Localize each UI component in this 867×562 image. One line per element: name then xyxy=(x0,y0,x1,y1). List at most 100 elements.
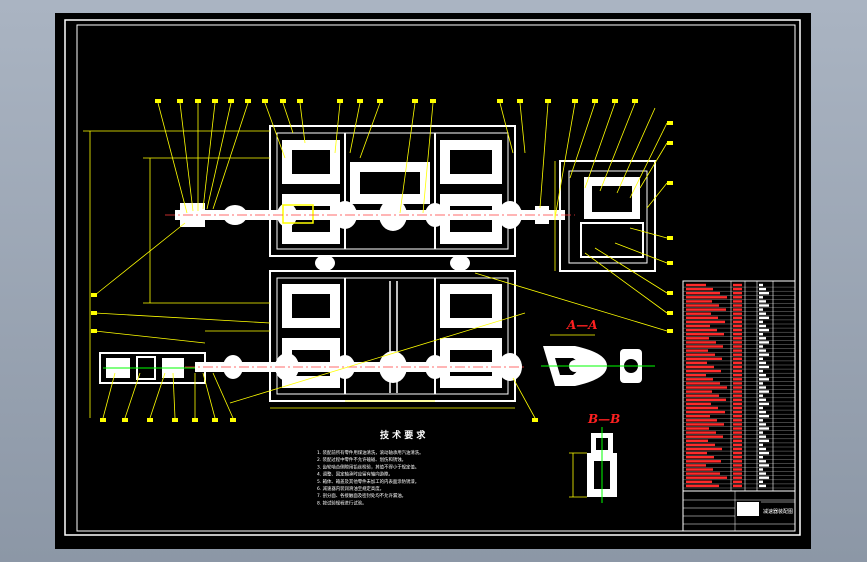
parts-row-qty xyxy=(759,378,769,381)
parts-row-code xyxy=(733,476,742,479)
parts-row-code xyxy=(733,292,742,295)
parts-row-code xyxy=(733,353,742,356)
parts-row-code xyxy=(733,415,742,418)
parts-row-code xyxy=(733,427,742,430)
parts-row-name xyxy=(686,476,727,479)
parts-row-qty xyxy=(759,386,766,389)
tech-req-line: 3. 齿轮啮合侧隙用铅丝检验，其值不得小于规定值。 xyxy=(317,463,419,470)
parts-row-code xyxy=(733,419,742,422)
parts-row-code xyxy=(733,345,742,348)
parts-row-name xyxy=(686,316,718,319)
parts-row-code xyxy=(733,460,742,463)
parts-row-code xyxy=(733,447,742,451)
tech-req-title: 技 术 要 求 xyxy=(380,429,426,441)
parts-row-code xyxy=(733,287,742,291)
tech-req-line: 4. 调整、固定轴承时应留有轴向游隙。 xyxy=(317,471,393,478)
parts-row-name xyxy=(686,312,711,315)
parts-row-qty xyxy=(759,292,769,295)
parts-row-qty xyxy=(759,324,766,328)
leader-lines-upper xyxy=(157,102,668,219)
parts-row-qty xyxy=(759,460,766,463)
parts-row-code xyxy=(733,283,742,287)
section-bb-title: B—B xyxy=(587,412,620,426)
parts-row-name xyxy=(686,292,720,295)
assembly-drawing: A—A B—B 技 术 要 求 1. 装配前所有零件用煤油清洗，滚动轴承用汽油清… xyxy=(64,19,801,536)
parts-row-qty xyxy=(759,390,769,393)
parts-row-qty xyxy=(759,464,769,467)
parts-row-name xyxy=(686,464,706,467)
parts-row-qty xyxy=(759,415,769,418)
parts-row-name xyxy=(686,402,711,406)
parts-row-qty xyxy=(759,410,766,414)
parts-row-qty xyxy=(759,283,763,287)
parts-row-name xyxy=(686,349,708,352)
parts-row-qty xyxy=(759,435,766,438)
parts-row-qty xyxy=(759,312,766,315)
parts-row-qty xyxy=(759,419,763,422)
parts-row-name xyxy=(686,410,725,414)
parts-row-qty xyxy=(759,341,769,344)
tech-req-line: 8. 按试验规程进行试验。 xyxy=(317,499,367,506)
parts-row-code xyxy=(733,324,742,328)
parts-row-qty xyxy=(759,337,766,340)
parts-row-code xyxy=(733,369,742,373)
parts-row-name xyxy=(686,423,724,426)
title-block: 减速器装配图 xyxy=(682,490,796,532)
parts-row-qty xyxy=(759,431,763,434)
leader-lines-right xyxy=(474,142,668,332)
parts-row-name xyxy=(686,287,713,291)
parts-row-name xyxy=(686,406,718,410)
parts-row-name xyxy=(686,390,712,393)
parts-row-name xyxy=(686,439,708,442)
output-housing xyxy=(559,160,656,272)
title-block-title: 减速器装配图 xyxy=(763,508,793,515)
parts-row-qty xyxy=(759,423,766,426)
parts-row-code xyxy=(733,406,742,410)
parts-row-code xyxy=(733,296,742,299)
parts-row-name xyxy=(686,300,712,303)
cad-viewport[interactable]: A—A B—B 技 术 要 求 1. 装配前所有零件用煤油清洗，滚动轴承用汽油清… xyxy=(55,13,811,549)
parts-row-name xyxy=(686,361,707,365)
parts-row-qty xyxy=(759,287,766,291)
parts-row-qty xyxy=(759,394,763,397)
parts-row-code xyxy=(733,402,742,406)
parts-row-qty xyxy=(759,353,769,356)
parts-row-qty xyxy=(759,451,769,455)
parts-row-name xyxy=(686,456,714,459)
parts-row-qty xyxy=(759,365,769,369)
parts-row-code xyxy=(733,300,742,303)
tech-req-line: 7. 剖分面、各接触面及密封处均不允许漏油。 xyxy=(317,492,406,499)
parts-row-name xyxy=(686,337,709,340)
parts-row-qty xyxy=(759,374,766,377)
parts-row-code xyxy=(733,357,742,360)
parts-row-code xyxy=(733,382,742,385)
parts-row-code xyxy=(733,320,742,324)
parts-row-name xyxy=(686,427,709,430)
sheet-border-outer xyxy=(64,19,801,536)
parts-row-code xyxy=(733,337,742,340)
parts-row-code xyxy=(733,328,742,332)
parts-row-name xyxy=(686,419,717,422)
parts-row-name xyxy=(686,386,727,389)
parts-row-name xyxy=(686,341,716,344)
parts-row-qty xyxy=(759,468,763,471)
parts-row-name xyxy=(686,447,722,451)
parts-row-name xyxy=(686,431,716,434)
parts-row-qty xyxy=(759,320,763,324)
parts-row-qty xyxy=(759,316,769,319)
parts-row-code xyxy=(733,472,742,475)
parts-row-code xyxy=(733,333,742,336)
parts-row-code xyxy=(733,341,742,344)
parts-row-name xyxy=(686,304,719,307)
parts-row-qty xyxy=(759,472,766,475)
parts-row-qty xyxy=(759,296,763,299)
parts-row-name xyxy=(686,357,722,360)
parts-row-code xyxy=(733,410,742,414)
part-balloons xyxy=(91,99,673,422)
parts-row-qty xyxy=(759,304,769,307)
input-coupling-highlight xyxy=(282,204,314,224)
parts-row-name xyxy=(686,394,719,397)
parts-row-name xyxy=(686,484,719,488)
parts-row-name xyxy=(686,468,713,471)
parts-row-name xyxy=(686,382,720,385)
